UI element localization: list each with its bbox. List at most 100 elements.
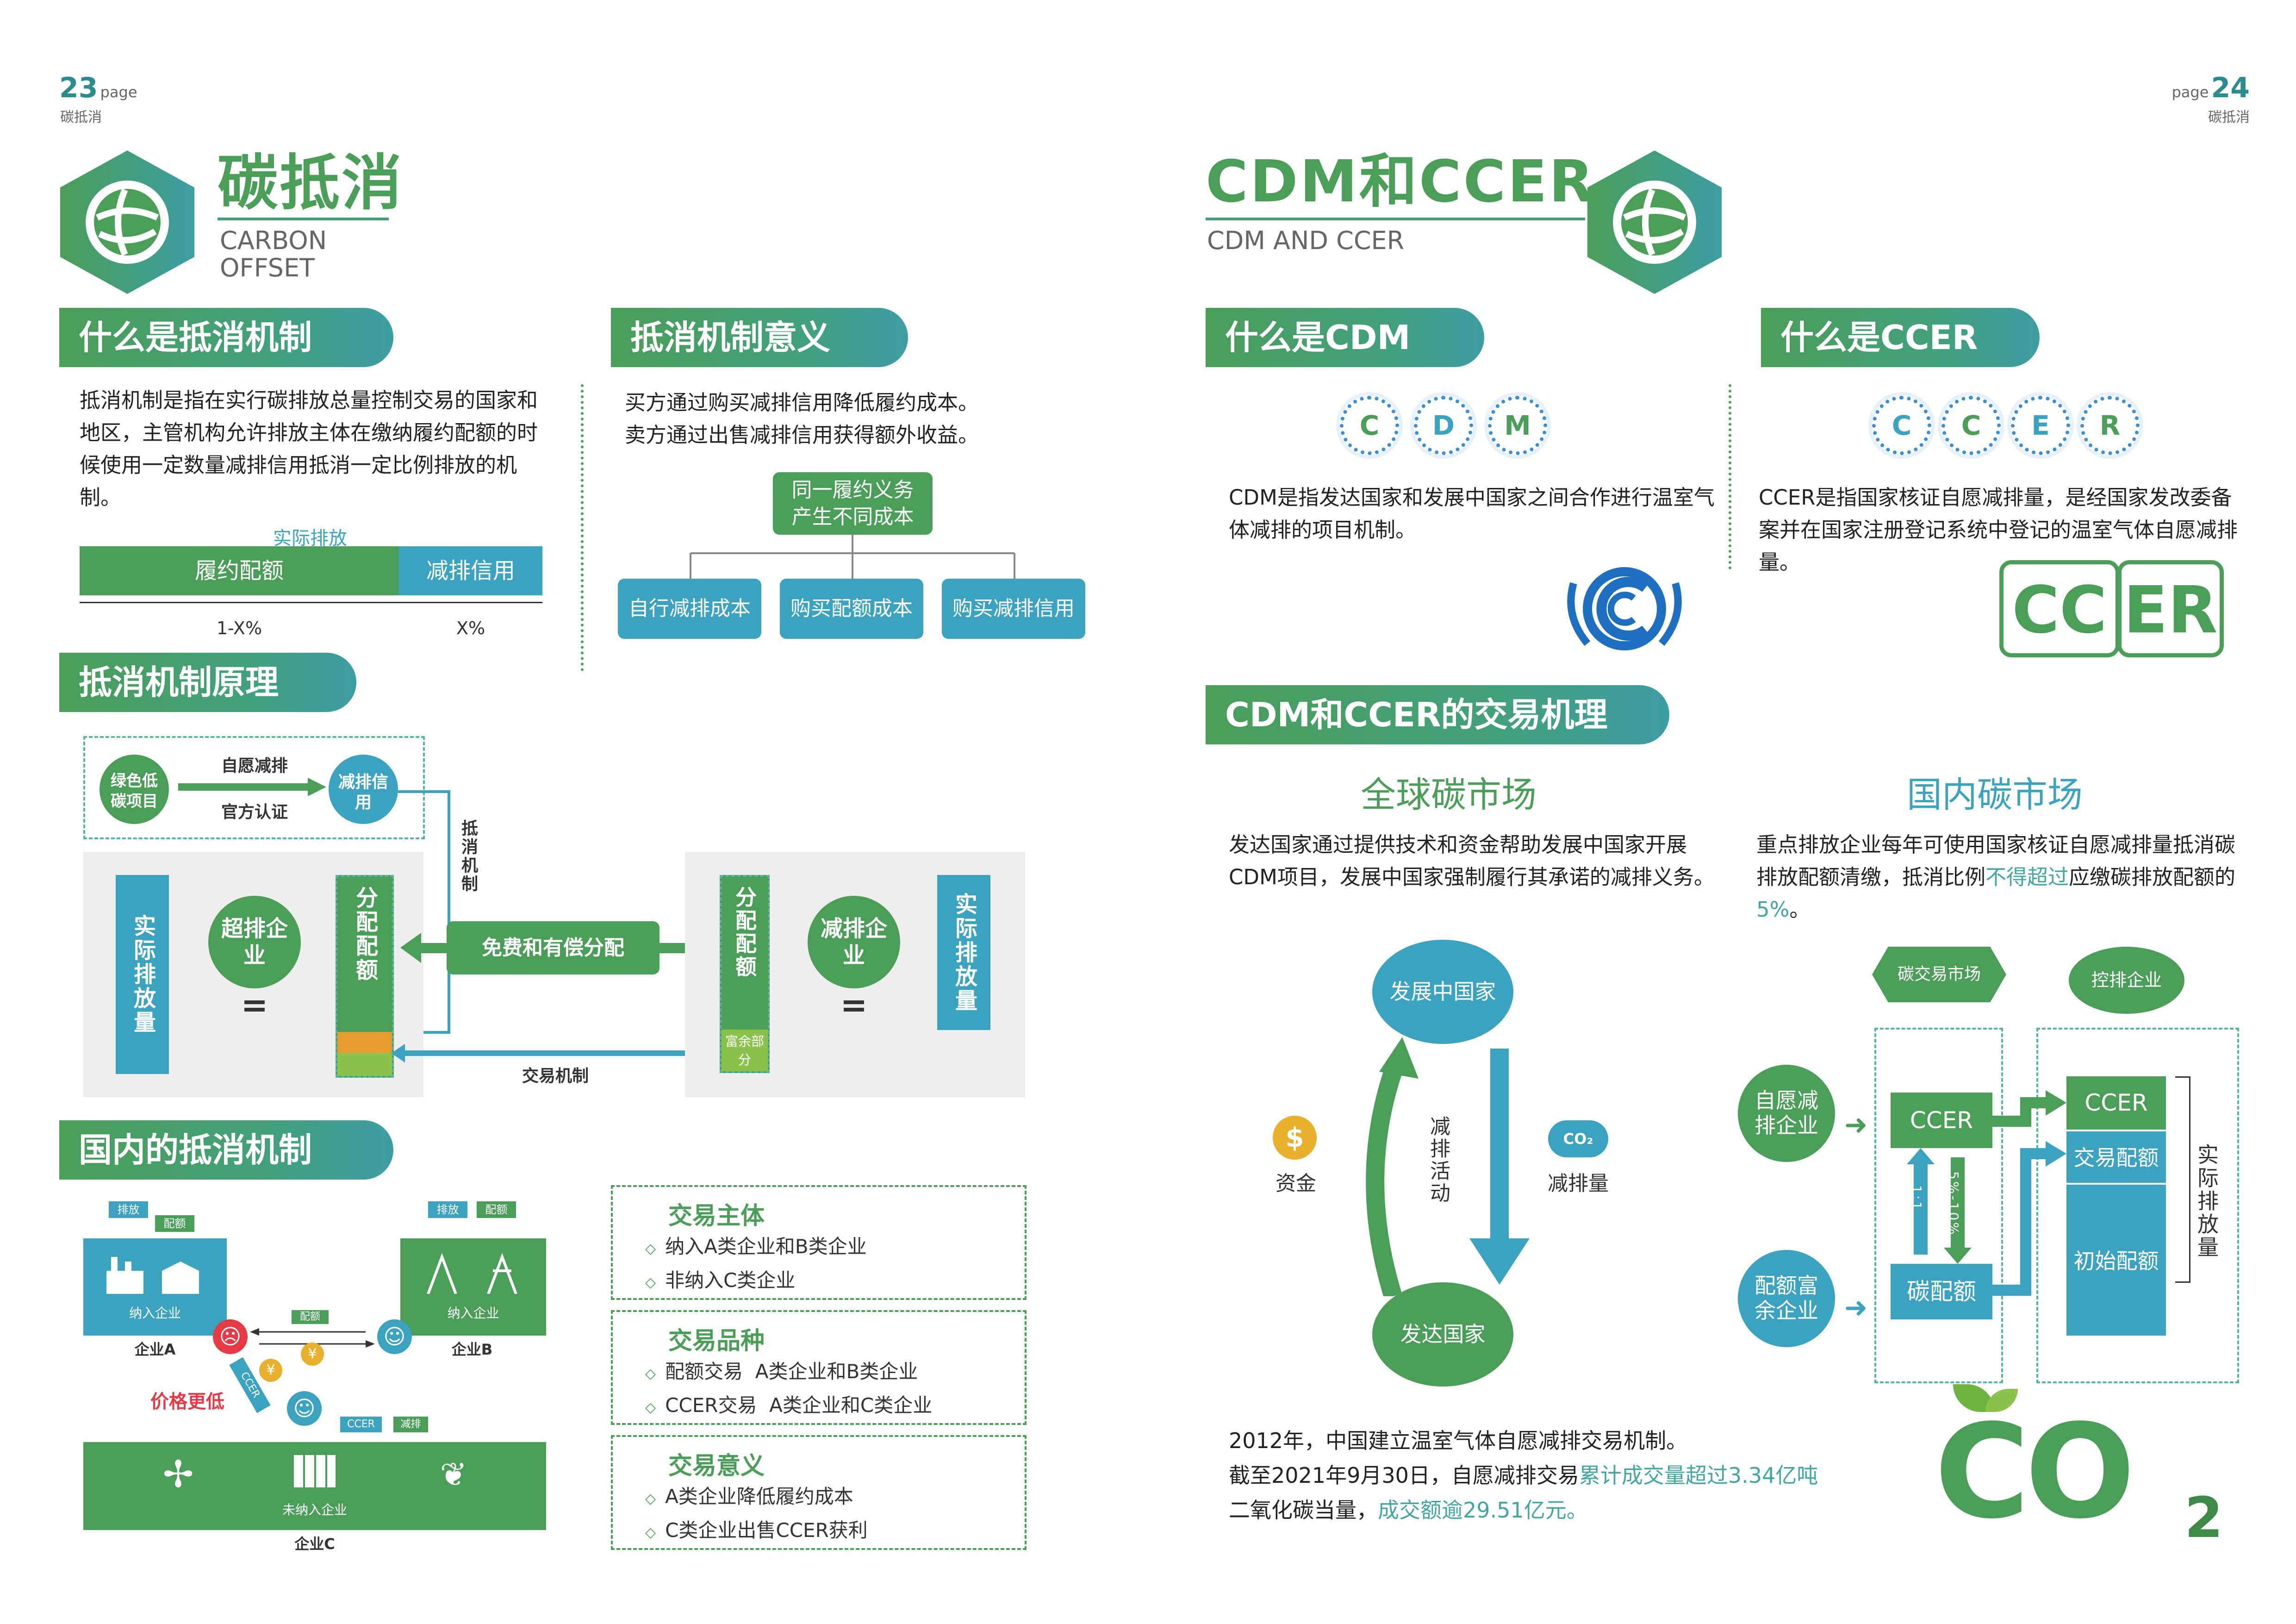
diamond-bullet-icon: ◇	[645, 1524, 656, 1541]
company-c-label: 企业C	[294, 1535, 335, 1553]
co2-logo: CO 2	[1935, 1384, 2235, 1551]
actual-emission-bar-left: 实际排放量	[116, 875, 169, 1074]
cdm-letter-m: M	[1488, 396, 1547, 455]
actual-emission-bar-right: 实际排放量	[937, 875, 990, 1030]
ccer-logo-right: ER	[2117, 560, 2224, 657]
significance-text: 买方通过购买减排信用降低履约成本。 卖方通过出售减排信用获得额外收益。	[625, 390, 979, 447]
column-divider	[581, 384, 584, 671]
controlled-company-ellipse: 控排企业	[2069, 947, 2184, 1014]
diamond-bullet-icon: ◇	[645, 1241, 656, 1257]
ccer-letter-c1: C	[1872, 396, 1931, 455]
title-divider	[218, 218, 389, 220]
bar-credit-segment: 减排信用	[399, 546, 542, 595]
section-header-ccer: 什么是CCER	[1761, 308, 2040, 367]
domestic-market-title: 国内碳市场	[1907, 774, 2083, 815]
ratio-arrows	[1907, 1148, 1972, 1264]
trade-box-variety: 交易品种 ◇配额交易 A类企业和B类企业 ◇CCER交易 A类企业和C类企业	[611, 1310, 1027, 1425]
actual-emission-label: 实际排放量	[2194, 1143, 2219, 1259]
self-reduction-cost-box: 自行减排成本	[618, 579, 761, 639]
company-b-box: 纳入企业	[400, 1238, 546, 1336]
company-b-box-label: 纳入企业	[447, 1305, 499, 1321]
allocated-label-left: 分配配额	[352, 886, 378, 982]
ratio-right-label: 5%-10%	[1946, 1171, 1961, 1237]
bar-left-pct: 1-X%	[216, 618, 262, 638]
developed-country-ellipse: 发达国家	[1372, 1282, 1513, 1387]
bar-top-label: 实际排放	[273, 528, 347, 549]
unfccc-logo-icon	[1555, 556, 1694, 667]
tag-emission-b: 排放	[428, 1201, 467, 1218]
offset-mechanism-label: 抵消机制	[459, 819, 478, 893]
co2-subscript: 2	[2184, 1486, 2223, 1550]
official-label: 官方认证	[221, 803, 288, 822]
list-item: ◇纳入A类企业和B类企业	[645, 1235, 867, 1258]
power-tower-icon	[427, 1253, 517, 1294]
tag-emission-a: 排放	[109, 1201, 148, 1218]
bar-right-pct: X%	[456, 618, 485, 638]
carbon-market-hexagon: 碳交易市场	[1872, 947, 2006, 1002]
ccer-tag-c: CCER	[340, 1417, 382, 1432]
allocated-bar-left: 分配配额	[336, 875, 394, 1078]
list-item: ◇非纳入C类企业	[645, 1269, 796, 1292]
stack-initial-quota: 初始配额	[2066, 1183, 2166, 1336]
ccer-logo-left: CC	[1999, 560, 2120, 657]
chevron-right-icon: ➜	[1844, 1292, 1868, 1324]
page-number-right: page 24	[2172, 72, 2250, 104]
principle-source-box	[83, 736, 425, 839]
bar-bracket	[80, 602, 542, 612]
diamond-bullet-icon: ◇	[645, 1491, 656, 1507]
global-market-title: 全球碳市场	[1361, 774, 1537, 815]
equals-right: =	[840, 986, 868, 1024]
page-section-label-left: 碳抵消	[60, 109, 102, 125]
page-subtitle-right: CDM AND CCER	[1207, 226, 1405, 255]
ccer-market-box: CCER	[1891, 1093, 1992, 1148]
factory-icon	[106, 1257, 199, 1294]
surplus-segment: 富余部分	[722, 1030, 768, 1071]
reduction-activity-label: 减排活动	[1426, 1116, 1450, 1205]
credit-segment	[337, 1053, 392, 1076]
buy-credit-box: 购买减排信用	[942, 579, 1085, 639]
column-divider-right	[1729, 384, 1731, 569]
yuan-icon-2: ¥	[301, 1343, 324, 1366]
allocated-bar-right: 分配配额 富余部分	[720, 875, 770, 1073]
diamond-bullet-icon: ◇	[645, 1399, 656, 1416]
reduction-company-circle: 减排企业	[808, 896, 900, 988]
trade-box-variety-title: 交易品种	[668, 1327, 765, 1355]
page-title-right: CDM和CCER	[1206, 148, 1595, 215]
green-project-circle: 绿色低碳项目	[100, 755, 169, 824]
globe-hexagon-icon	[56, 148, 199, 296]
voluntary-label: 自愿减排	[221, 756, 288, 775]
company-c-box: ✢ ❦ 未纳入企业	[83, 1442, 546, 1530]
global-market-text: 发达国家通过提供技术和资金帮助发展中国家开展CDM项目，发展中国家强制履行其承诺…	[1229, 832, 1715, 889]
quota-arrow-tag: 配额	[292, 1310, 329, 1324]
solar-panel-icon	[294, 1455, 336, 1487]
list-item: ◇配额交易 A类企业和B类企业	[645, 1360, 918, 1383]
company-a-box: 纳入企业	[83, 1238, 227, 1336]
price-cheaper-label: 价格更低	[150, 1391, 224, 1412]
buy-quota-cost-box: 购买配额成本	[780, 579, 923, 639]
page-title-left: 碳抵消	[218, 148, 404, 218]
company-c-box-label: 未纳入企业	[282, 1502, 347, 1518]
page-section-label-right: 碳抵消	[2208, 109, 2250, 125]
section-header-mechanism: CDM和CCER的交易机理	[1206, 685, 1669, 744]
smile-face-icon-b: ☺	[377, 1319, 412, 1354]
ratio-left-label: 1:1	[1909, 1185, 1924, 1212]
company-a-label: 企业A	[134, 1341, 176, 1358]
section-header-domestic: 国内的抵消机制	[59, 1120, 393, 1180]
stack-trade-quota: 交易配额	[2066, 1130, 2166, 1183]
reduce-tag-c: 减排	[393, 1417, 428, 1432]
company-b-label: 企业B	[451, 1341, 493, 1358]
sad-face-icon: ☹	[213, 1319, 248, 1354]
section-header-principle: 抵消机制原理	[59, 653, 356, 712]
market-dashed-box	[1874, 1028, 2003, 1383]
tree-connector	[690, 535, 1015, 586]
cdm-letter-d: D	[1414, 396, 1473, 455]
ccer-letter-r: R	[2080, 396, 2140, 455]
section-header-significance: 抵消机制意义	[611, 308, 908, 367]
quota-surplus-company-circle: 配额富余企业	[1738, 1250, 1835, 1347]
ccer-letter-e: E	[2011, 396, 2070, 455]
allocation-method-box: 免费和有偿分配	[447, 921, 660, 974]
trade-box-meaning-title: 交易意义	[668, 1452, 765, 1480]
chevron-right-icon: ➜	[1844, 1109, 1868, 1141]
cdm-letter-c: C	[1340, 396, 1399, 455]
smile-face-icon-c: ☺	[287, 1391, 322, 1426]
